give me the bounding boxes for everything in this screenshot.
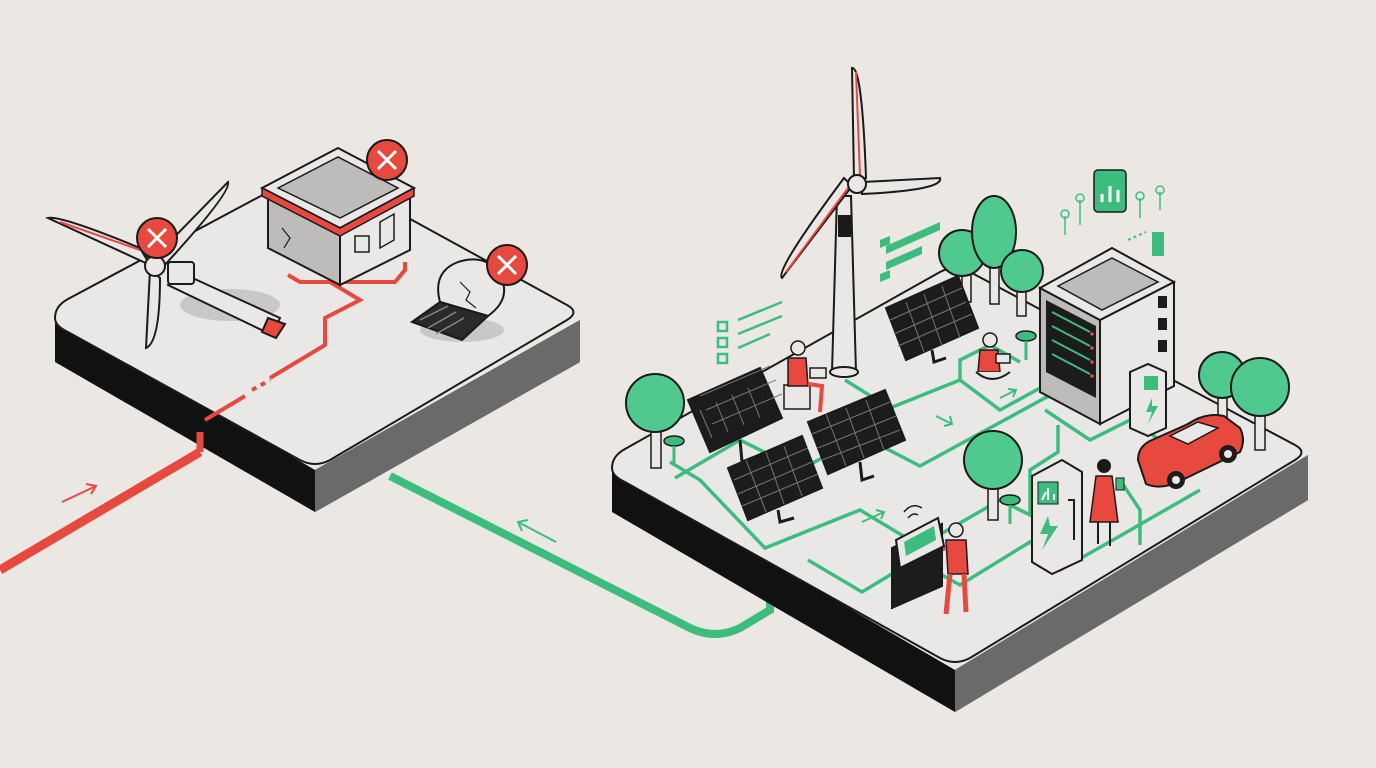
flow-arrow-icon xyxy=(61,483,98,503)
failure-x-icon xyxy=(136,217,178,259)
data-widget-icon xyxy=(880,222,940,282)
bolt-icon xyxy=(1146,398,1158,424)
turbine-blade xyxy=(144,268,162,350)
flow-arrow-icon xyxy=(861,388,1018,523)
building-icon xyxy=(1037,246,1177,426)
failure-x-icon xyxy=(366,139,408,181)
planter-icon xyxy=(1015,330,1037,360)
wifi-icon xyxy=(903,505,923,519)
dashboard-icon xyxy=(1060,169,1165,256)
planter-icon xyxy=(999,494,1021,524)
right-island-side-right xyxy=(955,455,1308,712)
bulb-base xyxy=(409,300,490,342)
bolt-icon xyxy=(1040,516,1058,550)
person-icon xyxy=(783,340,827,413)
solar-panel-icon xyxy=(884,274,980,364)
person-icon xyxy=(1089,459,1125,546)
data-widget-icon xyxy=(716,300,783,365)
left-island-side-right xyxy=(315,320,580,512)
tree-icon xyxy=(1000,249,1044,317)
planter-icon xyxy=(663,435,685,466)
tree-icon xyxy=(971,195,1017,305)
working-wind-turbine xyxy=(780,67,942,378)
tree-icon xyxy=(963,430,1023,521)
broken-house xyxy=(259,139,417,287)
incoming-red-line xyxy=(0,262,407,574)
solar-panel-icon xyxy=(726,434,824,524)
flow-arrow-icon xyxy=(516,519,557,543)
solar-panel-icon xyxy=(806,388,907,483)
tree-icon xyxy=(1230,357,1290,451)
car-icon xyxy=(1136,414,1244,489)
turbine-blade xyxy=(861,176,942,196)
person-icon xyxy=(975,332,1011,380)
failure-x-icon xyxy=(486,244,528,286)
outgoing-green-line xyxy=(388,472,793,638)
ev-charger-icon xyxy=(1129,362,1167,438)
broken-wind-turbine xyxy=(44,180,287,350)
tree-icon xyxy=(625,373,685,469)
broken-light-bulb xyxy=(409,244,528,342)
turbine-blade xyxy=(44,216,153,268)
kiosk-icon xyxy=(891,505,946,610)
ev-charger-icon xyxy=(1031,458,1083,576)
